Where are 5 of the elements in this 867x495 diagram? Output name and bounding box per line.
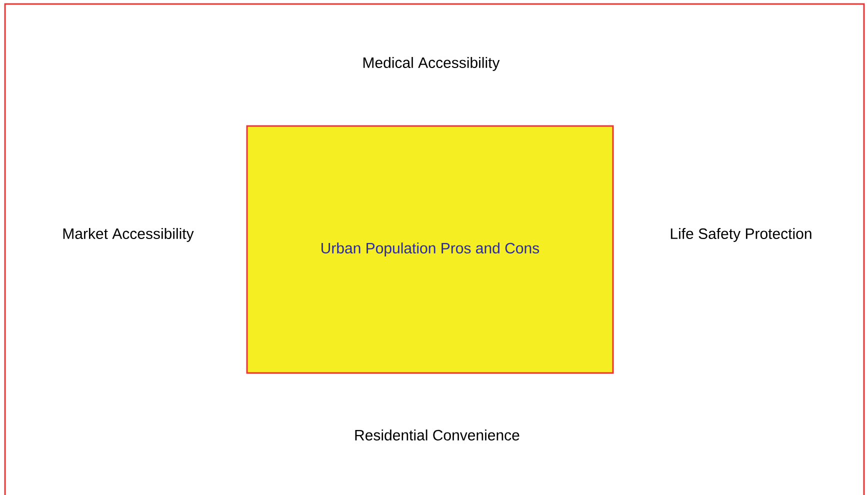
factor-label: Medical Accessibility xyxy=(363,57,500,71)
factor-label: Life Safety Protection xyxy=(670,228,812,242)
title-box: Urban Population Pros and Cons xyxy=(246,125,614,374)
factor-label: Market Accessibility xyxy=(63,228,194,242)
factor-label: Residential Convenience xyxy=(355,429,520,440)
